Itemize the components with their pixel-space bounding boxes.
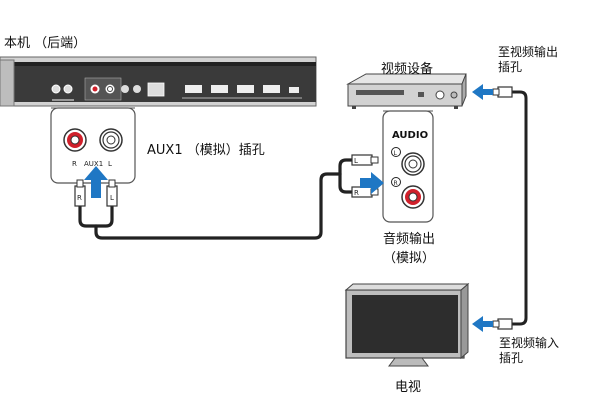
player-label: 视频设备	[381, 62, 434, 77]
audio-out-line-2: （模拟）	[382, 251, 435, 266]
audio-out-line-1: 音频输出	[382, 232, 435, 247]
plug-r-mark-2: R	[354, 189, 359, 197]
aux-r-jack	[63, 128, 87, 152]
audio-l-jack	[401, 152, 425, 176]
video-out-line-1: 至视频输出	[498, 45, 559, 59]
plug-r-mark: R	[77, 194, 82, 202]
soundbar-label: 本机 （后端）	[4, 36, 87, 51]
arrow-up-to-aux	[84, 166, 108, 198]
audio-r-mark: R	[394, 180, 398, 187]
arrow-to-video-in	[472, 316, 493, 332]
plug-l-mark-2: L	[354, 157, 358, 165]
plug-l-mark: L	[110, 194, 114, 202]
audio-r-jack	[401, 185, 425, 209]
arrow-to-video-out	[472, 84, 493, 100]
video-player-device	[346, 73, 467, 109]
aux-l-mark: L	[108, 160, 112, 168]
video-out-line-2: 插孔	[498, 60, 523, 74]
video-in-line-1: 至视频输入	[499, 336, 560, 350]
audio-out-label: 音频输出 （模拟）	[380, 228, 438, 266]
video-out-label: 至视频输出 插孔	[498, 45, 558, 75]
audio-cable	[78, 158, 354, 240]
audio-out-panel: AUDIO L R	[382, 110, 434, 223]
tv-device	[344, 282, 470, 367]
aux-l-jack	[99, 128, 123, 152]
hdmi-ports	[185, 85, 299, 93]
video-in-line-2: 插孔	[499, 351, 524, 365]
tv-label: 电视	[395, 380, 422, 395]
audio-l-mark: L	[394, 150, 398, 157]
aux-plugs: R L	[74, 179, 118, 207]
aux-jack-label: AUX1 （模拟）插孔	[147, 143, 265, 158]
arrow-into-audio-jacks	[360, 172, 384, 194]
video-cable	[492, 86, 528, 330]
soundbar-device	[0, 56, 317, 107]
aux-r-mark: R	[72, 160, 77, 168]
audio-title: AUDIO	[392, 130, 428, 141]
video-in-label: 至视频输入 插孔	[499, 336, 559, 366]
aux-aux1-mark: AUX1	[84, 160, 103, 168]
